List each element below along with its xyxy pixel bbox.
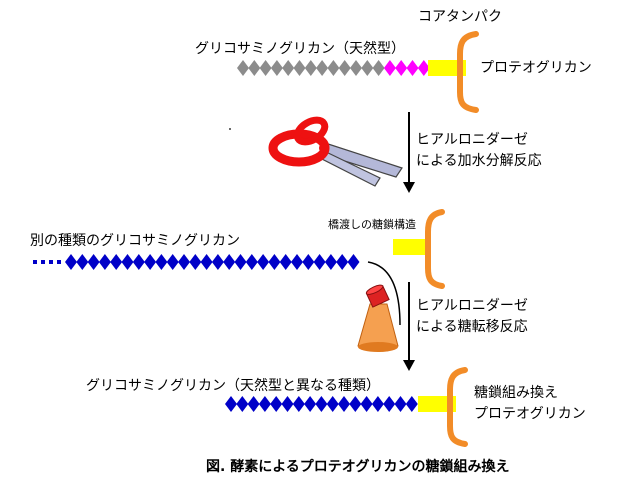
native-glycosaminoglycan-label: グリコサミノグリカン（天然型） bbox=[195, 41, 405, 57]
sugar-unit bbox=[347, 254, 360, 270]
sugar-unit bbox=[110, 254, 123, 270]
sugar-unit bbox=[200, 254, 213, 270]
sugar-unit bbox=[259, 60, 272, 76]
sugar-unit bbox=[316, 60, 329, 76]
sugar-unit bbox=[302, 254, 315, 270]
reaction-arrow-head-transglycosylation bbox=[403, 360, 415, 371]
sugar-unit bbox=[338, 60, 351, 76]
sugar-unit bbox=[304, 396, 317, 412]
sugar-unit bbox=[372, 60, 385, 76]
sugar-unit bbox=[65, 254, 77, 270]
sugar-unit bbox=[279, 254, 292, 270]
sugar-unit bbox=[282, 60, 295, 76]
core-protein-bracket bbox=[457, 31, 479, 113]
sugar-unit bbox=[383, 396, 396, 412]
native-glycosaminoglycan-chain bbox=[237, 60, 430, 76]
continuation-dot bbox=[41, 260, 45, 264]
sugar-unit bbox=[166, 254, 179, 270]
sugar-unit bbox=[406, 60, 419, 76]
sugar-unit bbox=[121, 254, 134, 270]
sugar-unit bbox=[132, 254, 145, 270]
sugar-unit bbox=[245, 254, 258, 270]
hydrolysis-reaction-label: ヒアルロニダーゼ による加水分解反応 bbox=[416, 132, 542, 169]
sugar-unit bbox=[304, 60, 317, 76]
sugar-unit bbox=[234, 254, 247, 270]
sugar-unit bbox=[270, 60, 283, 76]
sugar-unit bbox=[225, 396, 237, 412]
remodeled-proteoglycan-label: 糖鎖組み換え プロテオグリカン bbox=[474, 385, 586, 422]
sugar-unit bbox=[189, 254, 202, 270]
sugar-unit bbox=[281, 396, 294, 412]
sugar-unit bbox=[237, 60, 249, 76]
bridge-core-protein-block bbox=[393, 239, 431, 255]
sugar-unit bbox=[394, 396, 407, 412]
sugar-unit bbox=[315, 396, 328, 412]
figure-caption: 図. 酵素によるプロテオグリカンの糖鎖組み換え bbox=[206, 459, 510, 475]
other-glycosaminoglycan-label: 別の種類のグリコサミノグリカン bbox=[30, 233, 240, 249]
sugar-unit bbox=[405, 396, 418, 412]
sugar-unit bbox=[257, 254, 270, 270]
proteoglycan-label: プロテオグリカン bbox=[480, 60, 592, 76]
continuation-dot bbox=[57, 260, 61, 264]
sugar-unit bbox=[293, 60, 306, 76]
core-protein-block bbox=[428, 60, 466, 76]
sugar-unit bbox=[327, 60, 340, 76]
sugar-unit bbox=[155, 254, 168, 270]
reaction-arrow-head-hydrolysis bbox=[403, 182, 415, 193]
sugar-unit bbox=[270, 396, 283, 412]
sugar-unit bbox=[268, 254, 281, 270]
remodeled-core-protein-block bbox=[418, 396, 456, 412]
sugar-unit bbox=[350, 60, 362, 76]
sugar-unit bbox=[144, 254, 157, 270]
reaction-flask-icon bbox=[357, 284, 399, 352]
sugar-unit bbox=[360, 396, 373, 412]
sugar-unit bbox=[326, 396, 339, 412]
sugar-unit bbox=[371, 396, 384, 412]
transfer-curve bbox=[367, 261, 401, 326]
sugar-unit bbox=[76, 254, 89, 270]
sugar-unit bbox=[247, 396, 260, 412]
chain-continuation-dots bbox=[33, 260, 61, 264]
sugar-unit bbox=[324, 254, 337, 270]
scissors-icon bbox=[268, 116, 403, 187]
core-protein-label: コアタンパク bbox=[418, 9, 502, 25]
sugar-unit bbox=[258, 396, 271, 412]
remodeled-bracket bbox=[447, 367, 468, 447]
sugar-unit bbox=[336, 254, 349, 270]
sugar-unit bbox=[292, 396, 305, 412]
other-type-glycosaminoglycan-label: グリコサミノグリカン（天然型と異なる種類） bbox=[86, 378, 380, 394]
other-glycosaminoglycan-chain bbox=[65, 254, 360, 270]
transglycosylation-reaction-label: ヒアルロニダーゼ による糖転移反応 bbox=[416, 298, 528, 335]
remodeled-glycosaminoglycan-chain bbox=[225, 396, 418, 412]
sugar-unit bbox=[313, 254, 326, 270]
sugar-unit bbox=[291, 254, 303, 270]
stray-dot bbox=[229, 128, 231, 130]
sugar-unit bbox=[349, 396, 362, 412]
sugar-unit bbox=[87, 254, 100, 270]
bridge-bracket bbox=[425, 209, 445, 289]
sugar-unit bbox=[211, 254, 224, 270]
bridging-structure-label: 橋渡しの糖鎖構造 bbox=[328, 218, 416, 231]
sugar-unit bbox=[223, 254, 236, 270]
sugar-unit bbox=[178, 254, 190, 270]
sugar-unit bbox=[248, 60, 261, 76]
sugar-unit bbox=[361, 60, 374, 76]
sugar-unit bbox=[338, 396, 350, 412]
sugar-unit bbox=[98, 254, 111, 270]
continuation-dot bbox=[33, 260, 37, 264]
sugar-unit bbox=[417, 60, 430, 76]
sugar-unit bbox=[236, 396, 249, 412]
continuation-dot bbox=[49, 260, 53, 264]
sugar-unit bbox=[383, 60, 396, 76]
sugar-unit bbox=[395, 60, 408, 76]
